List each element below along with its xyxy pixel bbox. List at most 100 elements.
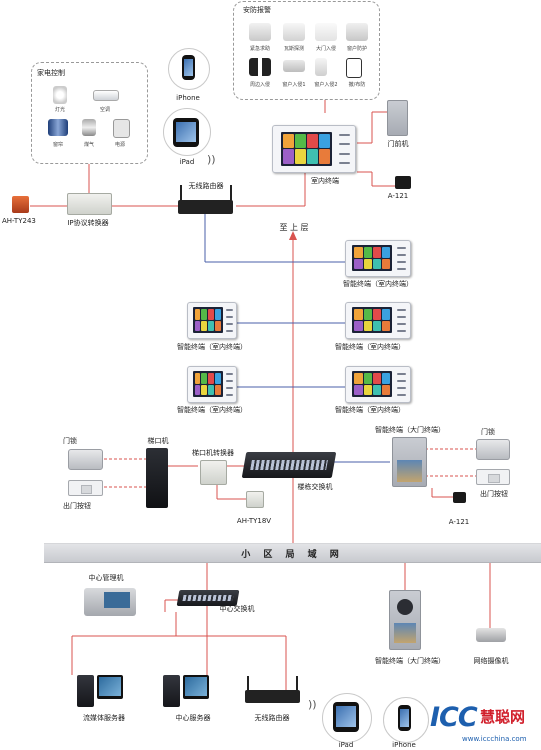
security-item-8: 撤/布防 xyxy=(348,82,366,88)
security-item-1: 紧急求助 xyxy=(249,46,271,52)
security-alarm-panel xyxy=(233,1,380,100)
ipad-bottom-label: iPad xyxy=(338,741,354,749)
exit-button-left-label: 出门按钮 xyxy=(63,502,91,510)
curtain-icon xyxy=(48,119,68,136)
smart-terminal-2-label: 智能终端（室内终端） xyxy=(177,343,247,351)
indoor-terminal-label: 室内终端 xyxy=(311,177,339,185)
home-control-panel xyxy=(31,62,148,164)
smart-terminal-3 xyxy=(345,302,411,339)
ah-ty243-label: AH-TY243 xyxy=(2,217,36,225)
home-item-5: 电源 xyxy=(114,142,126,148)
smart-terminal-5 xyxy=(345,366,411,403)
center-manager-device xyxy=(84,588,136,616)
lobby-converter-device xyxy=(200,460,227,485)
ah-ty18v-label: AH-TY18V xyxy=(236,517,272,525)
gas-detector-icon xyxy=(283,23,305,41)
door-station-device xyxy=(387,100,408,136)
riser-arrow xyxy=(289,231,297,240)
gate-bottom-screen xyxy=(394,623,416,643)
center-server-monitor xyxy=(183,675,209,699)
ipad-top-label: iPad xyxy=(179,158,195,166)
smart-terminal-4-label: 智能终端（室内终端） xyxy=(177,406,247,414)
lobby-converter-label: 梯口机转换器 xyxy=(192,449,234,457)
gate-screen xyxy=(397,460,422,482)
center-manager-label: 中心管理机 xyxy=(88,574,124,582)
ip-converter-device xyxy=(67,193,112,215)
light-icon xyxy=(53,86,67,104)
door-lock-right-label: 门锁 xyxy=(481,428,495,436)
watermark-logo-text: ICC xyxy=(430,702,478,733)
security-item-7: 窗户入侵2 xyxy=(314,82,338,88)
iphone-bottom-label: iPhone xyxy=(392,741,416,749)
home-item-4: 煤气 xyxy=(83,142,95,148)
ah-ty243-device xyxy=(12,196,29,213)
smart-terminal-4 xyxy=(187,366,237,403)
center-switch-device xyxy=(176,590,240,606)
window-sensor-icon xyxy=(346,23,368,41)
security-item-4: 窗户防护 xyxy=(346,46,368,52)
gate-terminal-bottom-label: 智能终端（大门终端） xyxy=(375,657,445,665)
exit-button-left-device xyxy=(68,480,103,496)
indoor-terminal-top xyxy=(272,125,356,173)
center-manager-screen xyxy=(104,592,130,608)
ipad-bottom-device xyxy=(333,702,359,732)
security-item-3: 大门入侵 xyxy=(315,46,337,52)
lan-label: 小 区 局 域 网 xyxy=(241,550,344,560)
building-switch-label: 楼栋交换机 xyxy=(297,483,333,491)
wifi-signal-icon: )) xyxy=(207,153,216,166)
center-switch-label: 中心交换机 xyxy=(219,605,255,613)
security-title: 安防报警 xyxy=(243,6,271,14)
watermark-brand: 慧聪网 xyxy=(480,708,526,726)
center-server-tower xyxy=(163,675,180,707)
door-station-label: 门前机 xyxy=(387,140,409,148)
lobby-station-label: 梯口机 xyxy=(147,437,169,445)
community-lan-bar: 小 区 局 域 网 xyxy=(44,543,541,563)
gate-terminal-top-device xyxy=(392,437,427,487)
emergency-button-icon xyxy=(249,23,271,41)
gate-terminal-bottom-device xyxy=(389,590,421,650)
arm-disarm-icon xyxy=(346,58,362,78)
home-item-3: 窗帘 xyxy=(52,142,64,148)
power-socket-icon xyxy=(113,119,130,138)
wireless-router-top-device xyxy=(178,200,233,214)
exit-button-right-label: 出门按钮 xyxy=(480,490,508,498)
home-control-title: 家电控制 xyxy=(37,69,65,77)
exit-button-right-device xyxy=(476,469,510,485)
smart-terminal-2 xyxy=(187,302,237,339)
lobby-station-device xyxy=(146,448,168,508)
psu-top-label: A-121 xyxy=(387,192,409,200)
media-server-tower xyxy=(77,675,94,707)
smart-terminal-1 xyxy=(345,240,411,277)
gate-terminal-top-label: 智能终端（大门终端） xyxy=(375,426,445,434)
psu-mid-device xyxy=(453,492,466,503)
gate-camera-lens xyxy=(397,599,413,615)
watermark-url: www.iccchina.com xyxy=(462,735,527,743)
media-server-label: 流媒体服务器 xyxy=(83,714,125,722)
home-item-1: 灯光 xyxy=(54,107,66,113)
center-server-label: 中心服务器 xyxy=(175,714,211,722)
media-server-monitor xyxy=(97,675,123,699)
security-item-5: 周边入侵 xyxy=(249,82,271,88)
iphone-bottom-ring xyxy=(383,697,429,743)
iphone-bottom-device xyxy=(398,705,411,731)
window-contact-2-icon xyxy=(315,58,327,76)
window-contact-1-icon xyxy=(283,60,305,72)
router-top-label: 无线路由器 xyxy=(188,182,224,190)
iphone-top-device xyxy=(182,55,195,80)
smart-terminal-3-label: 智能终端（室内终端） xyxy=(335,343,405,351)
ip-converter-label: IP协议转换器 xyxy=(67,219,109,227)
gas-valve-icon xyxy=(82,119,96,136)
ah-ty18v-device xyxy=(246,491,264,508)
security-item-6: 窗户入侵1 xyxy=(282,82,306,88)
psu-mid-label: A-121 xyxy=(448,518,470,526)
iphone-top-label: iPhone xyxy=(176,94,200,102)
router-bottom-label: 无线路由器 xyxy=(254,714,290,722)
smart-terminal-1-label: 智能终端（室内终端） xyxy=(343,280,413,288)
building-switch-device xyxy=(241,452,337,478)
to-upper-floor-label: 至 上 层 xyxy=(279,223,309,232)
door-lock-left-label: 门锁 xyxy=(63,437,77,445)
smart-terminal-5-label: 智能终端（室内终端） xyxy=(335,406,405,414)
wifi-signal-bottom-icon: )) xyxy=(308,698,317,711)
